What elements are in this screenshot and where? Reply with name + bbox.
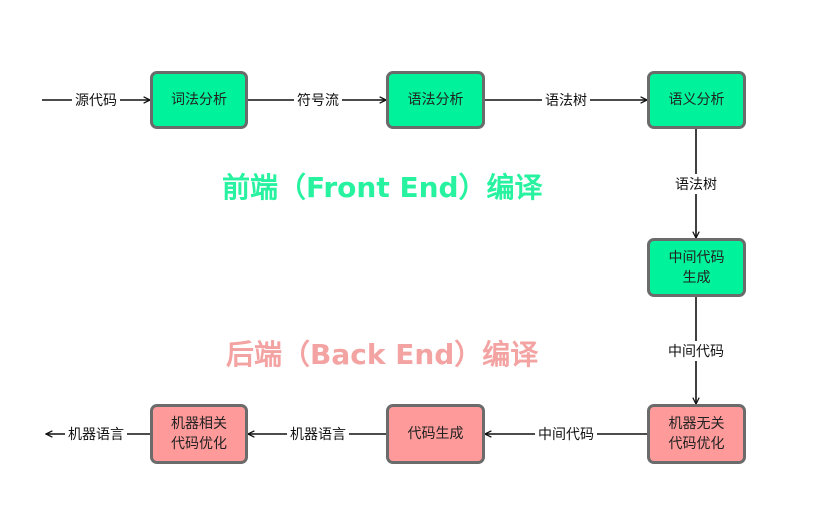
node-semantic-analysis: 语义分析: [647, 71, 746, 129]
edge-label-machine-language-output: 机器语言: [65, 424, 127, 444]
edge-label-syntax-tree-vertical: 语法树: [672, 174, 720, 194]
edge-label-token-stream: 符号流: [294, 90, 342, 110]
node-ir-generation: 中间代码 生成: [647, 238, 746, 297]
edge-label-ir-vertical: 中间代码: [665, 341, 727, 361]
front-end-title: 前端（Front End）编译: [222, 171, 543, 204]
node-code-generation: 代码生成: [386, 404, 485, 464]
edge-label-ir-bottom: 中间代码: [535, 424, 597, 444]
node-machine-dependent-optimization: 机器相关 代码优化: [150, 404, 248, 464]
back-end-title: 后端（Back End）编译: [226, 338, 539, 371]
edge-label-syntax-tree-top: 语法树: [542, 90, 590, 110]
node-machine-independent-optimization: 机器无关 代码优化: [647, 404, 746, 464]
edge-label-machine-language-middle: 机器语言: [287, 424, 349, 444]
node-syntax-analysis: 语法分析: [386, 71, 485, 129]
node-lexical-analysis: 词法分析: [150, 71, 248, 129]
edge-label-source-code: 源代码: [72, 90, 120, 110]
